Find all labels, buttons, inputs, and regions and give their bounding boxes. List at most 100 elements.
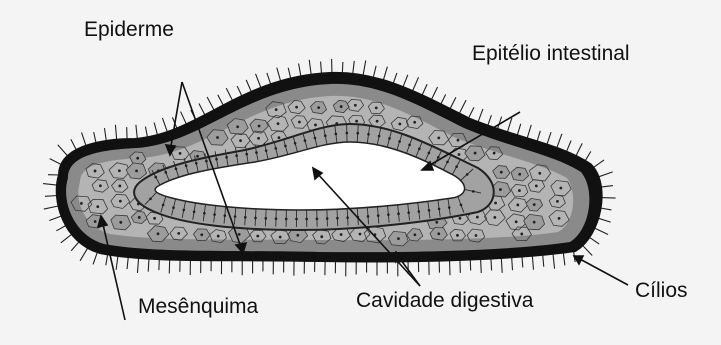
cell-nucleus [200,233,203,236]
cell-nucleus [195,162,198,165]
cell-nucleus [285,218,288,221]
cell-nucleus [99,184,102,187]
cell-nucleus [455,165,458,168]
cilium [449,259,450,275]
cilium [80,247,88,261]
cilium [507,118,512,133]
label-epiderme: Epiderme [84,19,174,40]
cilium [403,75,408,88]
cilium [199,104,205,116]
cell-nucleus [500,171,503,174]
cilium [383,67,387,81]
cilium [43,184,58,186]
cilium [412,77,418,92]
cell-nucleus [457,139,460,142]
cell-nucleus [183,209,186,212]
cilium [501,257,502,273]
cilium [299,64,301,78]
cell-nucleus [493,152,496,155]
cell-nucleus [245,153,248,156]
cilium [512,256,513,270]
cell-nucleus [316,218,319,221]
cell-nucleus [258,125,261,128]
cell-nucleus [556,200,559,203]
cell-nucleus [418,210,421,213]
cell-nucleus [435,221,438,224]
cell-nucleus [294,142,297,145]
cell-nucleus [375,107,378,110]
pointer-cilios [578,258,628,285]
cell-nucleus [438,208,441,211]
cilium [50,159,62,165]
cell-nucleus [367,133,370,136]
cell-nucleus [356,132,359,135]
cell-nucleus [238,233,241,236]
cell-nucleus [193,210,196,213]
cilium [598,172,613,177]
cell-nucleus [437,232,440,235]
cilium [116,255,118,270]
cell-nucleus [118,169,121,172]
cell-nucleus [428,209,431,212]
cell-nucleus [518,189,521,192]
cell-nucleus [239,139,242,142]
cell-nucleus [535,185,538,188]
cilium [478,109,483,123]
cell-nucleus [185,164,188,167]
cell-nucleus [234,215,237,218]
cell-nucleus [96,205,99,208]
cilium [162,118,167,133]
cell-nucleus [533,203,536,206]
cilium [226,88,233,101]
cilium [556,134,561,149]
cell-nucleus [274,147,277,150]
cell-nucleus [559,187,562,190]
cell-nucleus [558,217,561,220]
cell-nucleus [295,218,298,221]
cell-nucleus [277,122,280,125]
cell-nucleus [119,221,122,224]
cilium [576,143,583,156]
cilium [547,132,551,145]
cell-nucleus [335,133,338,136]
cell-nucleus [413,233,416,236]
cell-nucleus [236,125,239,128]
cell-nucleus [165,171,168,174]
label-epitelio-intestinal: Epitélio intestinal [472,43,630,64]
cell-nucleus [314,124,317,127]
cilium [49,216,62,221]
cell-nucleus [355,120,358,123]
cell-nucleus [499,188,502,191]
cell-nucleus [205,160,208,163]
cell-nucleus [520,233,523,236]
cell-nucleus [80,202,83,205]
cell-nucleus [518,173,521,176]
cell-nucleus [474,152,477,155]
cell-nucleus [354,104,357,107]
cell-nucleus [244,216,247,219]
cell-nucleus [359,233,362,236]
cilium [594,228,608,235]
cell-nucleus [387,213,390,216]
cell-nucleus [265,149,268,152]
cell-nucleus [298,121,301,124]
cell-nucleus [459,217,462,220]
cell-nucleus [162,204,165,207]
cell-nucleus [179,152,182,155]
cell-nucleus [154,176,157,179]
cilium [207,97,214,111]
cell-nucleus [284,145,287,148]
cell-nucleus [278,136,281,139]
label-cavidade-digestiva: Cavidade digestiva [356,290,533,311]
cell-nucleus [138,216,141,219]
cilium [563,252,565,266]
cilium [246,80,252,93]
cilium [181,112,187,126]
cell-nucleus [397,212,400,215]
cell-nucleus [172,206,175,209]
cilium [553,253,555,269]
cell-nucleus [304,139,307,142]
cilium [136,125,138,140]
cell-nucleus [336,217,339,220]
cell-nucleus [493,216,496,219]
